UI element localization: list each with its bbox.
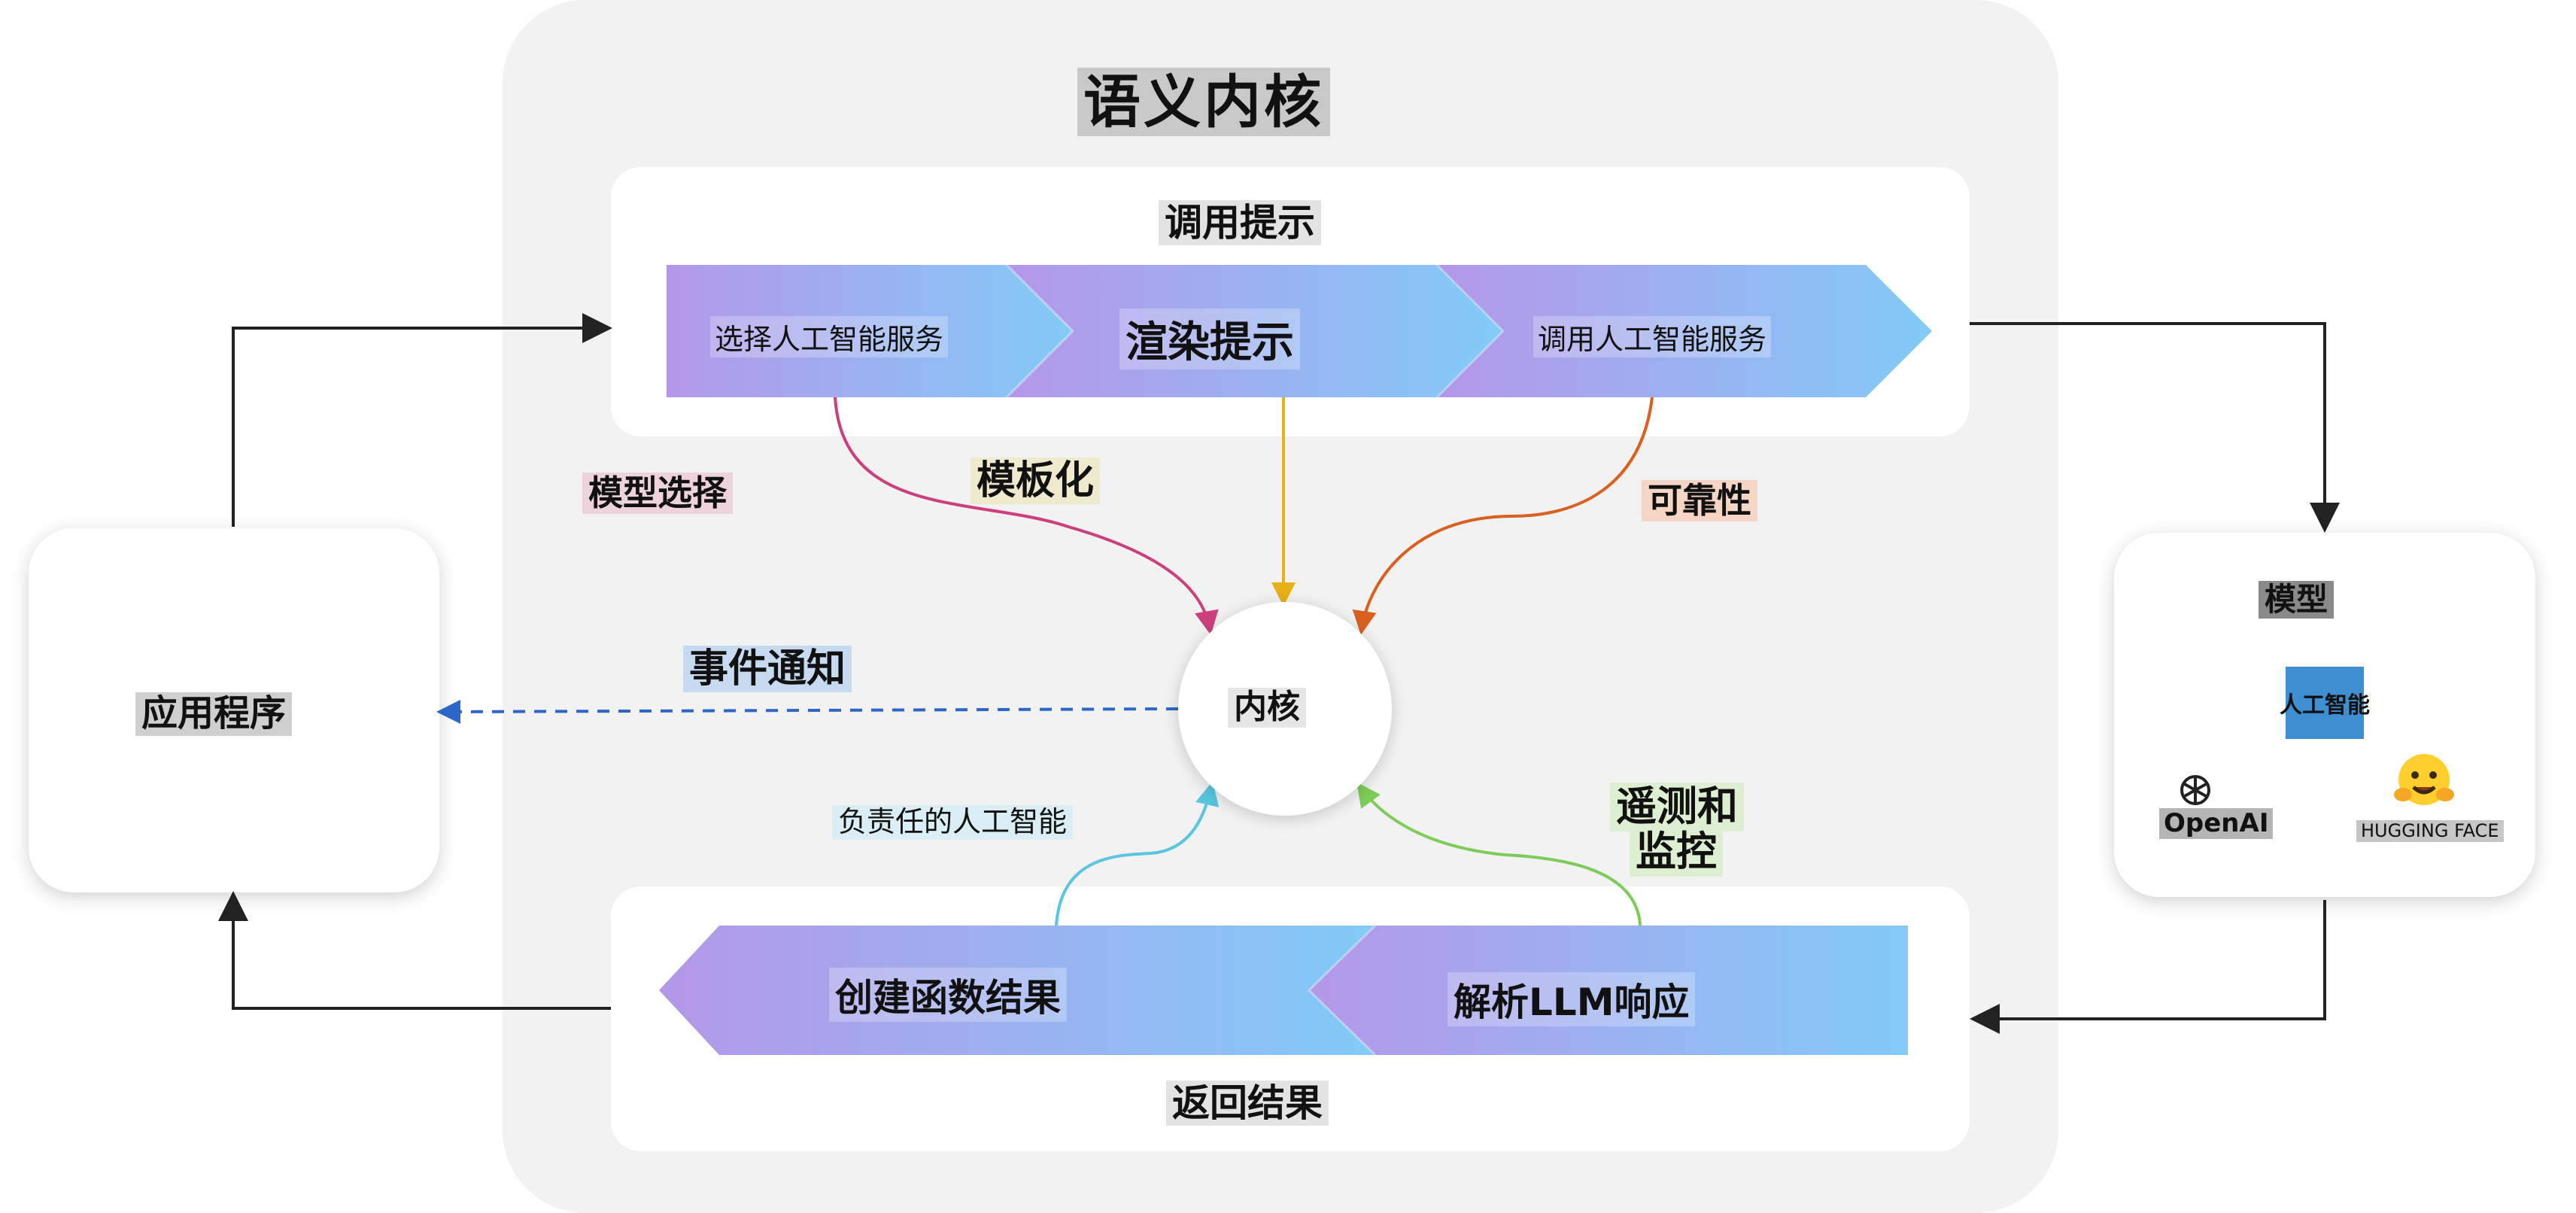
openai-icon [2180,775,2210,805]
label-telemetry-line1: 遥测和 [1610,783,1744,831]
step-label-render-prompt: 渲染提示 [1119,309,1300,369]
chevron-step-create-function-result [659,926,1375,1055]
connector-return-to-app [218,891,611,1010]
label-reliability: 可靠性 [1642,480,1757,522]
step-label-invoke-ai-service: 调用人工智能服务 [1533,316,1772,357]
label-telemetry-line2: 监控 [1630,828,1723,877]
chevron-step-invoke-ai-service [1437,265,1932,397]
openai-label: OpenAI [2159,808,2274,839]
arrow-telemetry [1356,782,1642,926]
diagram-title: 语义内核 [1077,68,1330,137]
ai-provider-label: 人工智能 [2280,692,2370,719]
step-label-select-ai-service: 选择人工智能服务 [710,316,949,357]
ai-provider-badge: 人工智能 [2280,667,2370,739]
step-label-parse-llm-response: 解析LLM响应 [1447,972,1696,1026]
arrow-responsible-ai [1055,781,1220,926]
arrow-reliability [1352,397,1654,635]
arrow-model-selection [834,397,1219,635]
models-label: 模型 [2259,581,2334,619]
chevron-step-render-prompt [1007,265,1503,397]
label-model-selection: 模型选择 [582,473,733,515]
huggingface-logo [2392,749,2456,813]
connector-app-to-invoke [232,313,612,527]
label-templating: 模板化 [971,458,1101,505]
chevron-step-select-ai-service [667,265,1073,397]
openai-logo [2161,771,2228,810]
connector-invoke-to-models [1970,322,2340,533]
connector-models-to-return [1970,900,2326,1034]
chevron-step-parse-llm-response [1309,926,1908,1055]
return-results-label: 返回结果 [1166,1081,1329,1126]
invoke-prompt-label: 调用提示 [1159,200,1321,245]
step-label-create-function-result: 创建函数结果 [829,968,1067,1022]
kernel-label: 内核 [1228,688,1306,728]
hugging-face-icon [2394,754,2454,805]
application-label: 应用程序 [135,692,293,736]
label-responsible-ai: 负责任的人工智能 [832,805,1074,840]
label-event-notification: 事件通知 [683,646,852,693]
arrow-event-notification [436,699,1179,724]
huggingface-label: HUGGING FACE [2356,820,2504,842]
